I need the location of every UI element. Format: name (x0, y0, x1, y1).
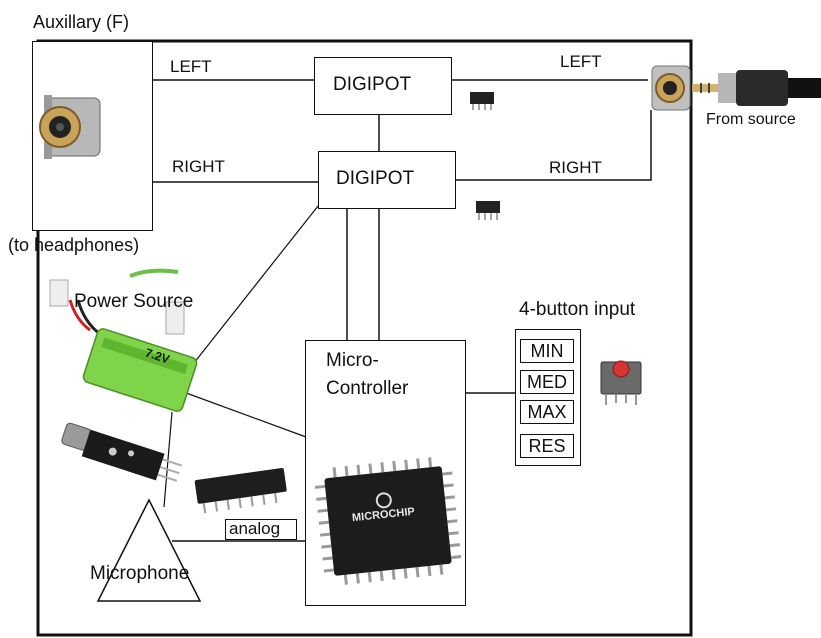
max-button[interactable]: MAX (520, 400, 574, 424)
med-button[interactable]: MED (520, 370, 574, 394)
microphone-symbol (96, 498, 202, 602)
right-label-aux: RIGHT (172, 157, 225, 176)
right-label-source: RIGHT (549, 158, 602, 177)
microcontroller-label-line1: Micro- (326, 350, 379, 371)
analog-label-box (225, 519, 297, 540)
source-label: From source (706, 111, 796, 128)
microphone-label: Microphone (90, 563, 190, 584)
digipot-bottom-label: DIGIPOT (336, 168, 415, 189)
digipot-top-box (314, 57, 452, 115)
enclosure-frame (36, 39, 693, 637)
left-label-aux: LEFT (170, 57, 212, 76)
aux-title: Auxillary (F) (33, 12, 130, 32)
analog-label: analog (229, 519, 281, 538)
button-input-title: 4-button input (519, 299, 636, 320)
res-button[interactable]: RES (520, 434, 574, 458)
power-to-mic (163, 411, 173, 508)
power-to-digipot (189, 205, 319, 369)
digipot-top-label: DIGIPOT (333, 74, 412, 95)
power-to-mcu (177, 389, 307, 438)
right-line-source (455, 110, 652, 181)
power-source-label: Power Source (74, 291, 194, 312)
digipot-bottom-box (318, 151, 456, 209)
min-button[interactable]: MIN (520, 339, 574, 363)
dip-chip-icon-top (470, 92, 494, 110)
aux-subtitle: (to headphones) (8, 235, 140, 255)
dip-chip-icon-bottom (476, 201, 500, 220)
microcontroller-label-line2: Controller (326, 378, 409, 399)
left-label-source: LEFT (560, 52, 602, 71)
